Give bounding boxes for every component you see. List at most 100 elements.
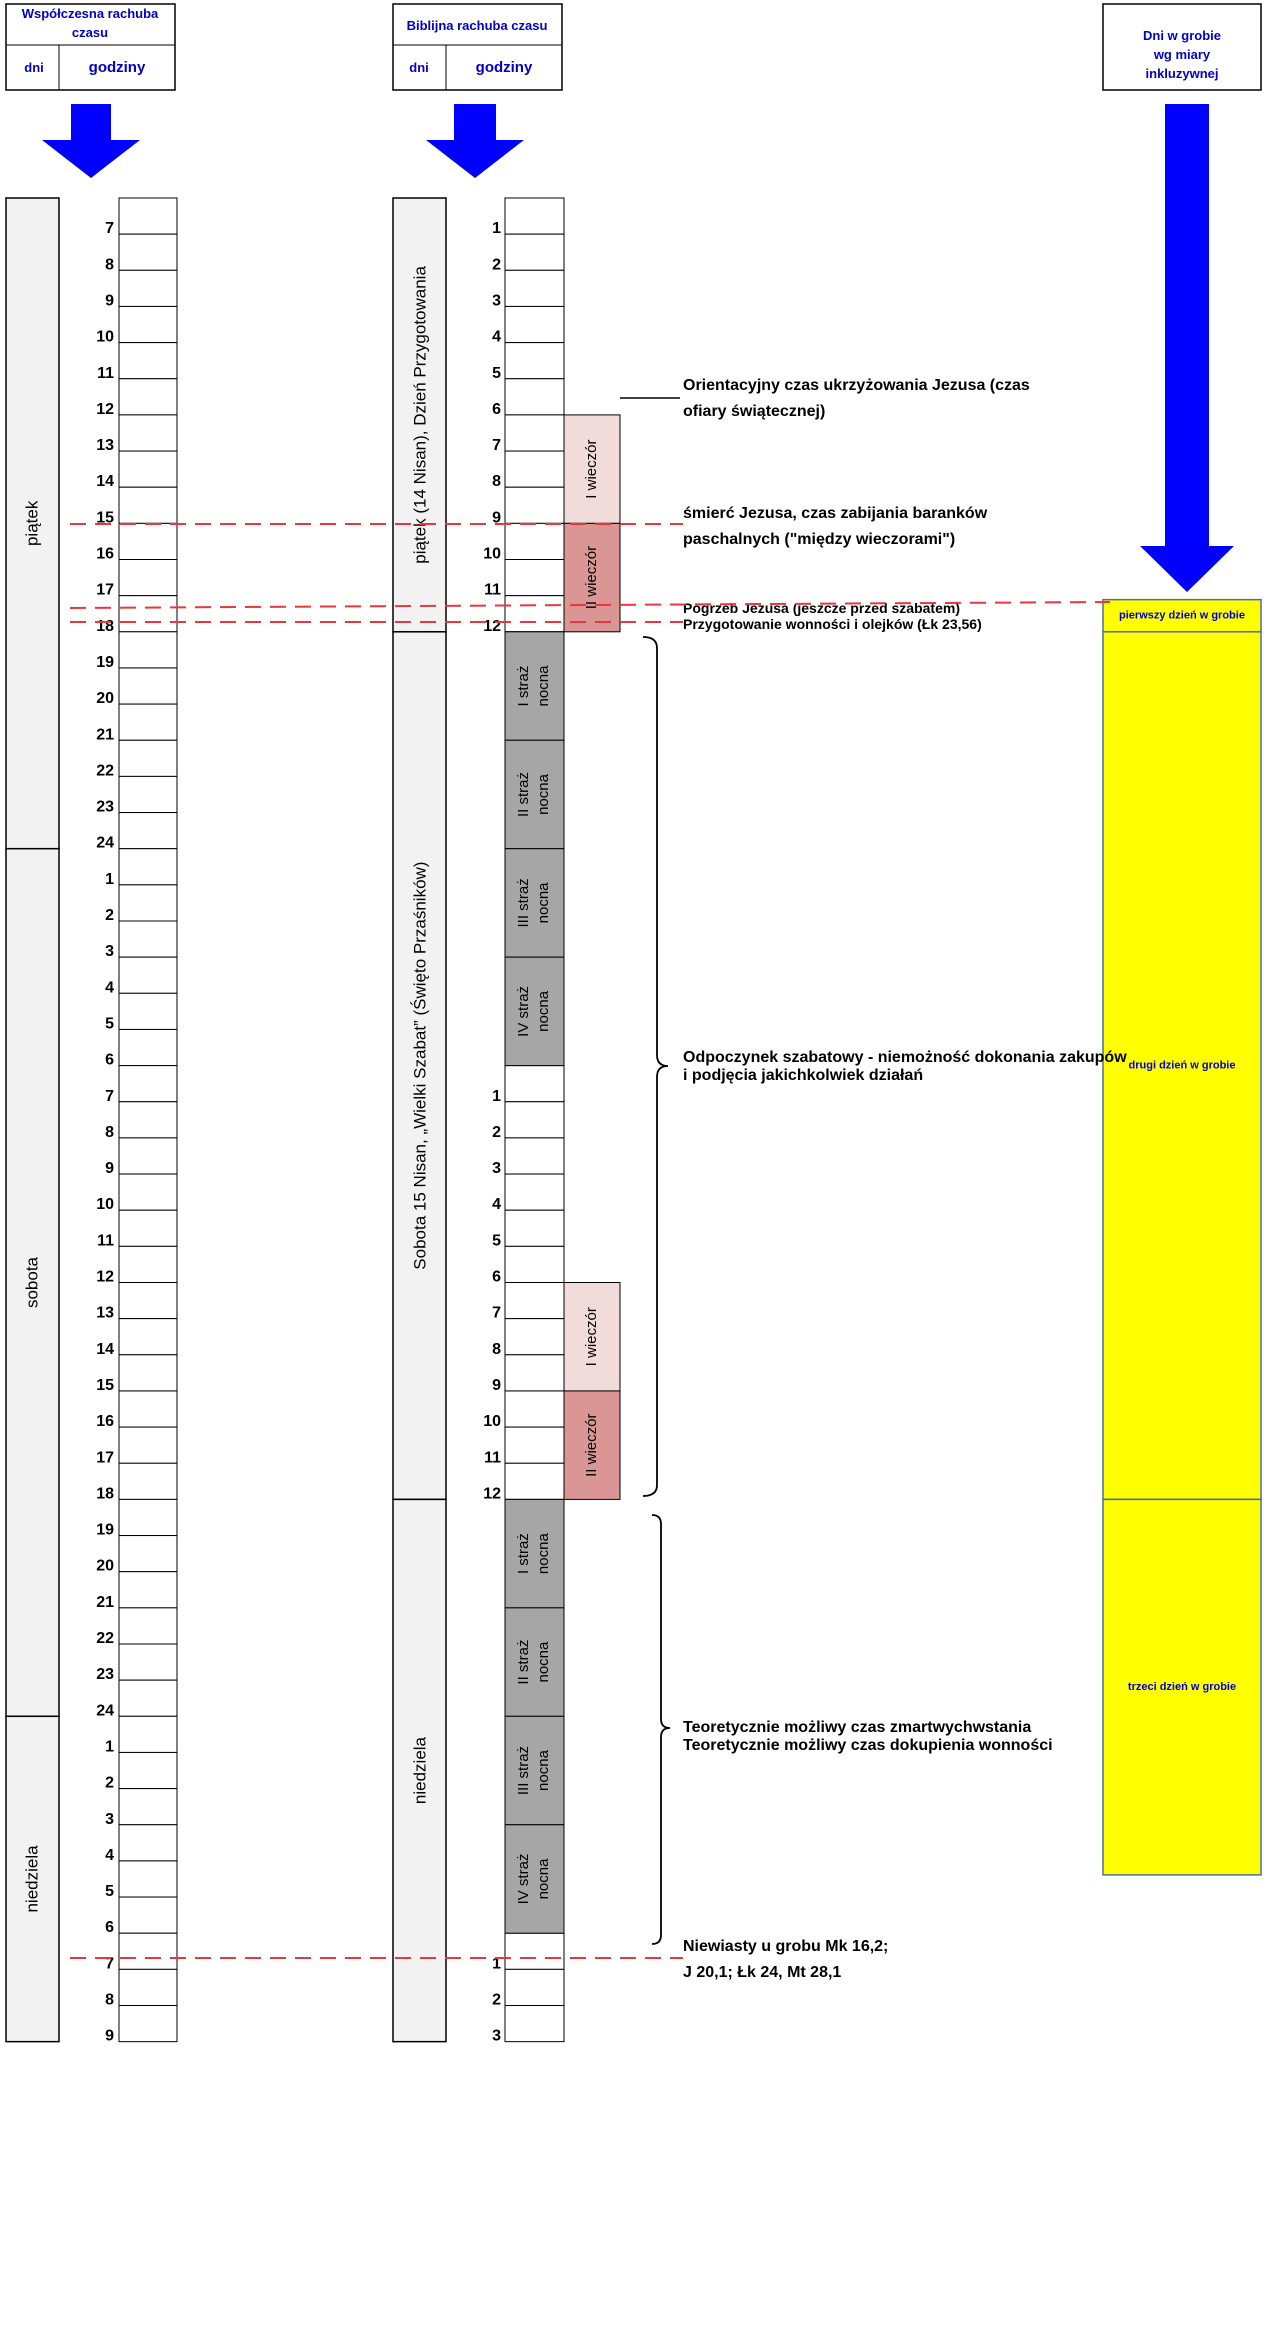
modern-hour-label: 10 xyxy=(96,1196,114,1213)
modern-hour-label: 13 xyxy=(96,1305,114,1322)
biblical-hour-label: 1 xyxy=(492,1955,501,1972)
night-watch-label: II straż xyxy=(515,1640,532,1685)
biblical-hour-label: 9 xyxy=(492,1377,501,1394)
biblical-day-box xyxy=(392,197,447,633)
biblical-hour-label: 1 xyxy=(492,220,501,237)
biblical-hour-label: 11 xyxy=(484,582,501,599)
modern-hour-cell xyxy=(118,414,178,452)
modern-hour-cell xyxy=(118,848,178,886)
biblical-hour-cell xyxy=(504,450,565,488)
biblical-hour-label: 5 xyxy=(492,365,501,382)
modern-hour-cell xyxy=(118,667,178,705)
modern-hour-cell xyxy=(118,595,178,633)
biblical-hour-cell xyxy=(504,269,565,307)
modern-hour-label: 5 xyxy=(105,1883,114,1900)
modern-hour-cell xyxy=(118,812,178,850)
biblical-hour-cell xyxy=(504,2005,565,2043)
modern-hour-cell xyxy=(118,1390,178,1428)
modern-hour-cell xyxy=(118,1354,178,1392)
biblical-hour-cell xyxy=(504,559,565,597)
annotation-resurrection-line1: Teoretycznie możliwy czas zmartwychwstan… xyxy=(683,1719,1031,1736)
modern-hour-label: 8 xyxy=(105,256,114,273)
night-watch-label: nocna xyxy=(535,1858,552,1900)
biblical-hour-label: 10 xyxy=(483,546,501,563)
annotation-resurrection-line2: Teoretycznie możliwy czas dokupienia won… xyxy=(683,1737,1053,1754)
biblical-hour-cell xyxy=(504,1282,565,1320)
modern-hour-cell xyxy=(118,920,178,958)
modern-day-box xyxy=(5,847,60,1718)
modern-hour-cell xyxy=(118,1571,178,1609)
modern-hour-label: 14 xyxy=(96,473,114,490)
resurrection-brace xyxy=(651,1514,671,1945)
modern-hour-label: 7 xyxy=(105,1955,114,1972)
biblical-hour-cell xyxy=(504,1932,565,1970)
modern-hour-label: 3 xyxy=(105,1811,114,1828)
biblical-hour-label: 9 xyxy=(492,509,501,526)
biblical-hour-label: 7 xyxy=(492,1305,501,1322)
modern-hour-cell xyxy=(118,1173,178,1211)
modern-hour-cell xyxy=(118,522,178,560)
tomb-day-label: pierwszy dzień w grobie xyxy=(1119,610,1245,622)
biblical-hour-label: 10 xyxy=(483,1413,501,1430)
modern-hour-label: 7 xyxy=(105,220,114,237)
biblical-hour-label: 3 xyxy=(492,1160,501,1177)
modern-hour-label: 8 xyxy=(105,1124,114,1141)
biblical-hour-cell xyxy=(504,1209,565,1247)
modern-hour-cell xyxy=(118,1932,178,1970)
modern-hour-cell xyxy=(118,1101,178,1139)
biblical-hour-label: 12 xyxy=(483,618,501,635)
header-biblical-hours: godziny xyxy=(476,59,533,76)
modern-hour-cell xyxy=(118,1788,178,1826)
biblical-hour-cell xyxy=(504,414,565,452)
modern-hour-label: 4 xyxy=(105,1847,114,1864)
modern-hour-label: 14 xyxy=(96,1341,114,1358)
modern-hour-cell xyxy=(118,739,178,777)
modern-hour-label: 6 xyxy=(105,1052,114,1069)
biblical-hour-label: 11 xyxy=(484,1449,501,1466)
annotation-ointments: Przygotowanie wonności i olejków (Łk 23,… xyxy=(683,616,982,632)
biblical-hour-cell xyxy=(504,1137,565,1175)
modern-hour-cell xyxy=(118,956,178,994)
tomb-day: drugi dzień w grobie xyxy=(1102,631,1262,1501)
modern-hour-label: 8 xyxy=(105,1992,114,2009)
night-watch-label: I straż xyxy=(515,666,532,707)
biblical-hour-cell xyxy=(504,342,565,380)
modern-hour-label: 18 xyxy=(96,618,114,635)
biblical-hour-cell xyxy=(504,197,565,235)
modern-hour-label: 9 xyxy=(105,292,114,309)
night-watch-label: III straż xyxy=(515,1746,532,1795)
modern-hour-cell xyxy=(118,559,178,597)
modern-hour-label: 17 xyxy=(96,1449,114,1466)
modern-day-box xyxy=(5,197,60,850)
annotation-death-line1: śmierć Jezusa, czas zabijania baranków xyxy=(683,505,988,522)
modern-hour-cell xyxy=(118,1498,178,1537)
modern-hour-cell xyxy=(118,1896,178,1934)
night-watch-label: nocna xyxy=(535,773,552,815)
night-watch-label: nocna xyxy=(535,882,552,924)
biblical-hour-cell xyxy=(504,1462,565,1500)
modern-hour-label: 5 xyxy=(105,1015,114,1032)
annotation-crucifixion-line1: Orientacyjny czas ukrzyżowania Jezusa (c… xyxy=(683,377,1030,394)
evening-block: II wieczór xyxy=(563,522,621,633)
modern-hour-cell xyxy=(118,1824,178,1862)
modern-hour-label: 11 xyxy=(97,1232,114,1249)
modern-hour-label: 17 xyxy=(96,582,114,599)
modern-hour-label: 23 xyxy=(96,1666,114,1683)
biblical-hour-label: 3 xyxy=(492,292,501,309)
biblical-day-label: piątek (14 Nisan), Dzień Przygotowania xyxy=(410,266,429,564)
modern-hour-label: 19 xyxy=(96,1522,114,1539)
modern-hour-cell xyxy=(118,1318,178,1356)
modern-hour-label: 21 xyxy=(96,726,114,743)
biblical-hour-label: 4 xyxy=(492,329,501,346)
modern-hour-cell xyxy=(118,1065,178,1103)
biblical-hour-label: 2 xyxy=(492,256,501,273)
biblical-hour-cell xyxy=(504,378,565,416)
down-arrow-icon xyxy=(1140,104,1234,592)
biblical-hour-label: 4 xyxy=(492,1196,501,1213)
